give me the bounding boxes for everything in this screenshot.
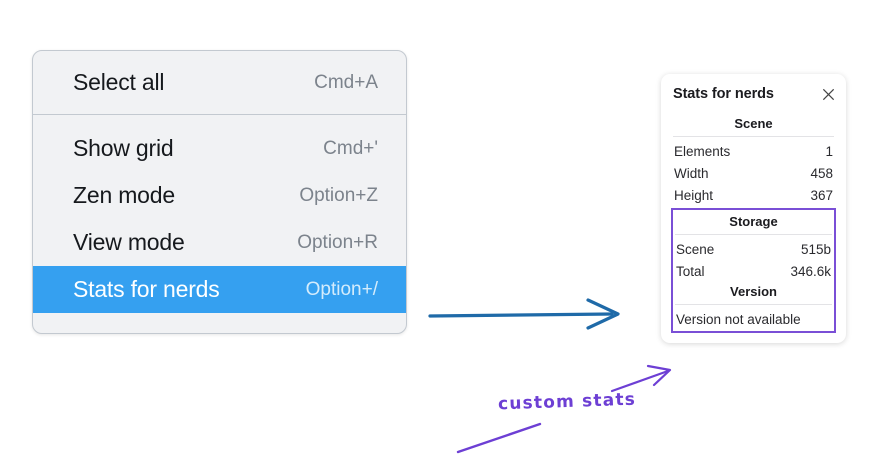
stat-label: Elements (674, 143, 731, 159)
section-rule (675, 234, 832, 235)
section-rule (675, 304, 832, 305)
stat-value: 515b (800, 241, 831, 257)
purple-arrow-annotation (610, 364, 672, 393)
handwritten-annotation-label: custom stats (497, 389, 637, 415)
stat-value: 1 (825, 143, 833, 159)
panel-body: Scene Elements 1 Width 458 Height 367 St… (661, 114, 846, 333)
stat-label: Total (676, 263, 705, 279)
purple-underline-stroke (456, 422, 542, 454)
menu-item-label: Select all (73, 69, 165, 95)
menu-item-view-mode[interactable]: View mode Option+R (33, 219, 406, 266)
stat-row: Total 346.6k (673, 260, 834, 282)
menu-item-stats-for-nerds[interactable]: Stats for nerds Option+/ (33, 266, 406, 313)
stat-label: Height (674, 187, 714, 203)
menu-item-shortcut: Option+Z (299, 184, 378, 206)
stat-value: 367 (810, 187, 833, 203)
menu-item-label: Show grid (73, 135, 174, 161)
stats-for-nerds-panel: Stats for nerds Scene Elements 1 Width 4… (661, 74, 846, 343)
menu-item-shortcut: Cmd+A (314, 71, 378, 93)
menu-item-label: Stats for nerds (73, 276, 220, 302)
stat-label: Width (674, 165, 709, 181)
stat-row: Elements 1 (671, 140, 836, 162)
menu-item-shortcut: Option+/ (305, 278, 378, 300)
blue-arrow-annotation (428, 298, 620, 330)
stat-row: Width 458 (671, 162, 836, 184)
section-rule (673, 136, 834, 137)
menu-item-label: View mode (73, 229, 185, 255)
close-icon[interactable] (821, 87, 836, 102)
section-heading-version: Version (730, 284, 777, 299)
stat-value: 458 (810, 165, 833, 181)
section-heading-scene: Scene (734, 116, 773, 131)
menu-item-show-grid[interactable]: Show grid Cmd+' (33, 125, 406, 172)
menu-item-zen-mode[interactable]: Zen mode Option+Z (33, 172, 406, 219)
panel-title: Stats for nerds (673, 86, 774, 102)
menu-item-label: Zen mode (73, 182, 175, 208)
stat-label: Scene (676, 241, 715, 257)
custom-stats-highlight-box: Storage Scene 515b Total 346.6k Version … (671, 208, 836, 333)
menu-divider (33, 114, 406, 115)
menu-item-select-all[interactable]: Select all Cmd+A (33, 59, 406, 106)
panel-header: Stats for nerds (661, 86, 846, 102)
stat-value: 346.6k (790, 263, 831, 279)
version-text: Version not available (676, 312, 801, 327)
stat-row: Scene 515b (673, 238, 834, 260)
menu-item-shortcut: Option+R (297, 231, 378, 253)
section-heading-storage: Storage (729, 214, 778, 229)
menu-group-2: Show grid Cmd+' Zen mode Option+Z View m… (33, 115, 406, 313)
menu-item-shortcut: Cmd+' (323, 137, 378, 159)
context-menu[interactable]: Select all Cmd+A Show grid Cmd+' Zen mod… (32, 50, 407, 334)
menu-group-1: Select all Cmd+A (33, 59, 406, 114)
stat-row: Height 367 (671, 184, 836, 206)
